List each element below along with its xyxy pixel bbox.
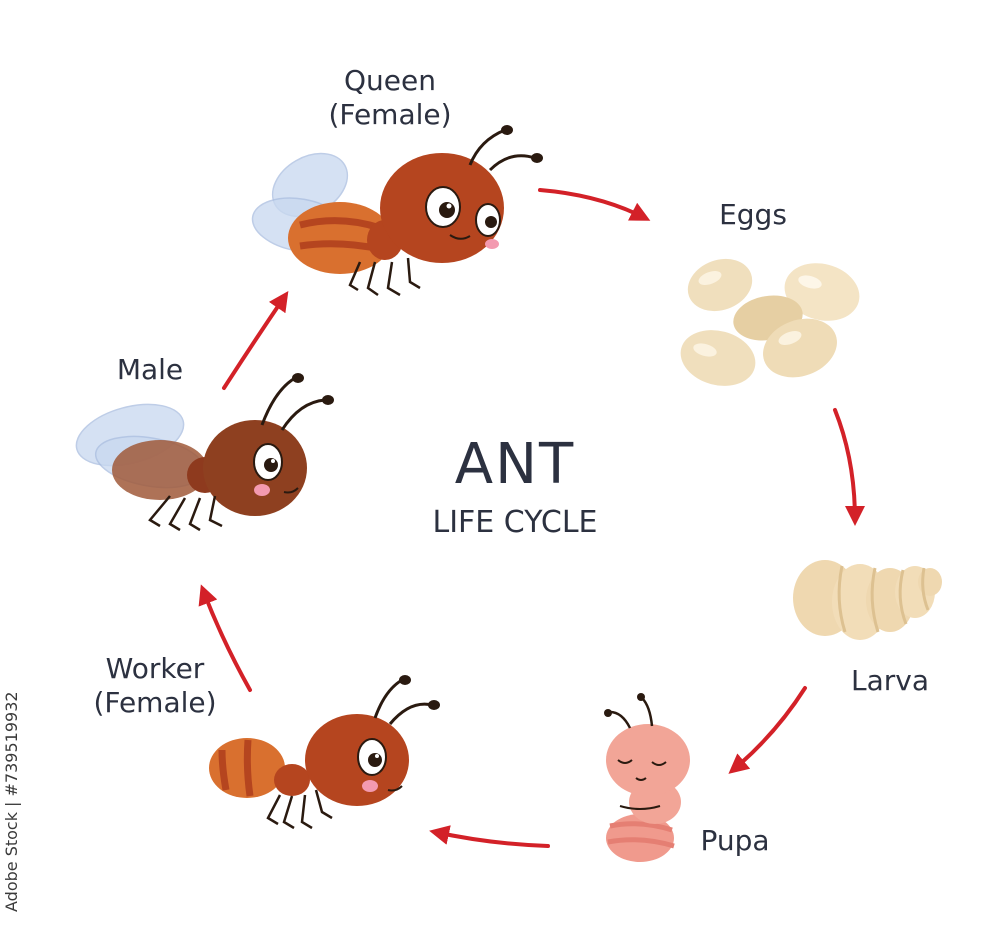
label-worker-line2: (Female) bbox=[93, 685, 217, 719]
label-worker-line1: Worker bbox=[105, 652, 205, 685]
larva-illustration bbox=[793, 560, 942, 640]
label-male: Male bbox=[95, 353, 205, 387]
eggs-illustration bbox=[680, 258, 860, 386]
label-male-text: Male bbox=[116, 353, 184, 386]
label-larva: Larva bbox=[835, 664, 945, 698]
arrow-larva-to-pupa bbox=[728, 686, 807, 774]
arrow-male-to-queen bbox=[222, 291, 289, 390]
label-larva-text: Larva bbox=[851, 664, 929, 697]
arrow-queen-to-eggs bbox=[538, 188, 651, 221]
label-queen: Queen (Female) bbox=[310, 64, 470, 131]
queen-ant-illustration bbox=[251, 125, 543, 297]
label-queen-line1: Queen bbox=[344, 64, 436, 97]
stock-credit-text: Adobe Stock | #739519932 bbox=[2, 691, 21, 912]
label-pupa-text: Pupa bbox=[700, 824, 770, 857]
diagram-title: ANT bbox=[454, 432, 576, 497]
arrow-eggs-to-larva bbox=[833, 408, 865, 526]
pupa-illustration bbox=[604, 693, 690, 862]
label-eggs-text: Eggs bbox=[719, 198, 787, 231]
label-worker: Worker (Female) bbox=[70, 652, 240, 719]
label-eggs: Eggs bbox=[698, 198, 808, 232]
label-pupa: Pupa bbox=[685, 824, 785, 858]
arrow-worker-to-male bbox=[198, 584, 252, 692]
male-ant-illustration bbox=[75, 373, 334, 532]
label-queen-line2: (Female) bbox=[328, 97, 452, 131]
cycle-arrows bbox=[198, 188, 865, 848]
diagram-subtitle: LIFE CYCLE bbox=[432, 505, 598, 540]
arrow-pupa-to-worker bbox=[429, 825, 550, 848]
worker-ant-illustration bbox=[209, 675, 440, 830]
